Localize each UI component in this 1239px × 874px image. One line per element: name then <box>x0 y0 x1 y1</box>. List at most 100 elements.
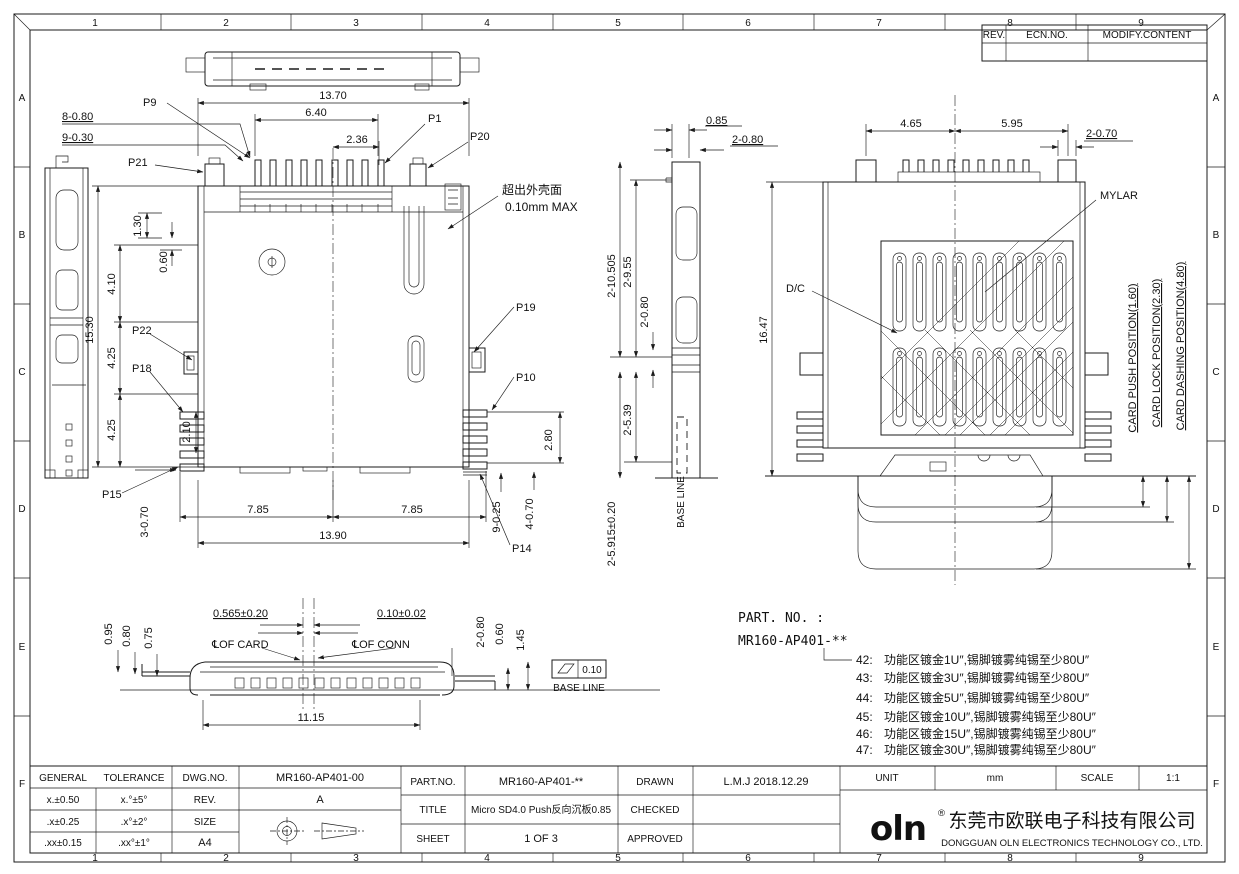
dim-4-25b: 4.25 <box>106 419 118 440</box>
zone-numbers-top: 1 2 3 4 5 6 7 8 9 <box>92 18 1144 29</box>
tol-ang-1: x.°±5° <box>121 795 148 806</box>
rear-view: 4.65 5.95 2-0.70 MYLAR D/C 16.47 CARD PU… <box>758 95 1196 585</box>
front-view: 13.70 6.40 2.36 8-0.80 9-0.30 P9 P1 P20 … <box>62 90 578 555</box>
drawn-value: L.M.J 2018.12.29 <box>723 776 808 788</box>
sheet-border: 1 2 3 4 5 6 7 8 9 1 2 3 4 5 6 7 8 9 A B … <box>13 13 1226 864</box>
tol-ang-2: .x°±2° <box>121 817 148 828</box>
zone-row: F <box>19 779 25 790</box>
tol-lin-2: .x±0.25 <box>47 817 80 828</box>
zone-col: 7 <box>876 18 882 29</box>
zone-row: D <box>18 504 25 515</box>
zone-row: D <box>1212 504 1219 515</box>
dwg-no-label: DWG.NO. <box>183 773 228 784</box>
zone-col: 3 <box>353 853 359 864</box>
option-desc: 功能区镀金1U″,锡脚镀雾纯锡至少80U″ <box>884 652 1090 667</box>
dim-5-95: 5.95 <box>1001 118 1022 130</box>
zone-col: 4 <box>484 853 490 864</box>
zone-letters-right: A B C D E F <box>1212 93 1219 790</box>
dim-2-10: 2.10 <box>181 421 193 442</box>
label-p19: P19 <box>516 302 536 314</box>
option-code: 44: <box>856 691 873 705</box>
zone-col: 1 <box>92 18 98 29</box>
dim-2-5-915: 2-5.915±0.20 <box>606 502 618 567</box>
dim-7-85a: 7.85 <box>247 504 268 516</box>
zone-col: 2 <box>223 853 229 864</box>
approved-label: APPROVED <box>627 834 683 845</box>
zone-col: 8 <box>1007 18 1013 29</box>
sheet-label: SHEET <box>416 834 449 845</box>
tol-lin-3: .xx±0.15 <box>44 838 82 849</box>
revision-table: REV. ECN.NO. MODIFY.CONTENT <box>981 24 1208 62</box>
zone-row: A <box>19 93 26 104</box>
zone-col: 5 <box>615 853 621 864</box>
zone-row: F <box>1213 779 1219 790</box>
dim-2-10-505: 2-10.505 <box>606 254 618 297</box>
dim-0-565: 0.565±0.20 <box>213 608 268 620</box>
option-code: 43: <box>856 671 873 685</box>
dim-8-0-80: 8-0.80 <box>62 111 93 123</box>
dim-0-60-sec: 0.60 <box>494 623 506 644</box>
zone-numbers-bottom: 1 2 3 4 5 6 7 8 9 <box>92 853 1144 864</box>
label-p15: P15 <box>102 489 122 501</box>
card-push-position-label: CARD PUSH POSITION(1.60) <box>1127 283 1139 432</box>
dim-15-30: 15.30 <box>84 316 96 344</box>
unit-label: UNIT <box>875 773 898 784</box>
size-label: SIZE <box>194 817 217 828</box>
dwg-no-value: MR160-AP401-00 <box>276 772 364 784</box>
part-no-options: 42: 功能区镀金1U″,锡脚镀雾纯锡至少80U″ 43: 功能区镀金3U″,锡… <box>856 652 1097 757</box>
title-label: TITLE <box>419 805 447 816</box>
dim-0-60: 0.60 <box>158 251 170 272</box>
rev-value: A <box>316 794 324 806</box>
card-lock-position-label: CARD LOCK POSITION(2.30) <box>1151 279 1163 428</box>
label-p14: P14 <box>512 543 532 555</box>
part-no-cell: MR160-AP401-** <box>499 776 584 788</box>
scale-label: SCALE <box>1081 773 1114 784</box>
label-dc: D/C <box>786 283 805 295</box>
zone-row: C <box>18 367 25 378</box>
centerline-of-conn-label: ℄OF CONN <box>351 639 410 651</box>
dim-0-75: 0.75 <box>143 627 155 648</box>
dim-2-0-80-top: 2-0.80 <box>732 134 763 146</box>
checked-label: CHECKED <box>631 805 680 816</box>
general-header: GENERAL <box>39 773 87 784</box>
option-desc: 功能区镀金10U″,锡脚镀雾纯锡至少80U″ <box>884 709 1097 724</box>
note-flush-line1: 超出外壳面 <box>502 182 562 197</box>
section-dim-lines <box>115 622 531 730</box>
zone-col: 9 <box>1138 853 1144 864</box>
dim-2-0-80-mid: 2-0.80 <box>639 296 651 327</box>
dim-2-9-55: 2-9.55 <box>622 256 634 287</box>
zone-row: B <box>1213 230 1220 241</box>
middle-dim-lines <box>610 124 778 479</box>
dim-1-30: 1.30 <box>132 215 144 236</box>
dim-4-25a: 4.25 <box>106 347 118 368</box>
label-mylar: MYLAR <box>1100 190 1138 202</box>
rear-dim-lines <box>766 124 1192 570</box>
ecn-header: ECN.NO. <box>1026 30 1068 41</box>
zone-col: 7 <box>876 853 882 864</box>
top-strip-view <box>185 51 480 91</box>
drawn-label: DRAWN <box>636 777 673 788</box>
rev-label: REV. <box>194 795 216 806</box>
zone-col: 1 <box>92 853 98 864</box>
dim-2-80: 2.80 <box>543 429 555 450</box>
zone-row: C <box>1212 367 1219 378</box>
dim-7-85b: 7.85 <box>401 504 422 516</box>
label-p22: P22 <box>132 325 152 337</box>
modify-header: MODIFY.CONTENT <box>1103 30 1192 41</box>
sheet-value: 1 OF 3 <box>524 833 558 845</box>
zone-col: 9 <box>1138 18 1144 29</box>
dim-6-40: 6.40 <box>305 107 326 119</box>
zone-col: 6 <box>745 853 751 864</box>
base-line-label-section: BASE LINE <box>553 683 605 694</box>
dim-9-0-30: 9-0.30 <box>62 132 93 144</box>
base-line-label: BASE LINE <box>676 476 687 528</box>
tol-ang-3: .xx°±1° <box>118 838 150 849</box>
tolerance-header: TOLERANCE <box>104 773 165 784</box>
rev-header: REV. <box>983 30 1005 41</box>
option-code: 46: <box>856 727 873 741</box>
centerline-of-card-label: ℄OF CARD <box>211 639 269 651</box>
front-dim-lines <box>62 98 564 548</box>
dim-4-0-70: 4-0.70 <box>524 498 536 529</box>
left-side-view <box>44 155 89 479</box>
